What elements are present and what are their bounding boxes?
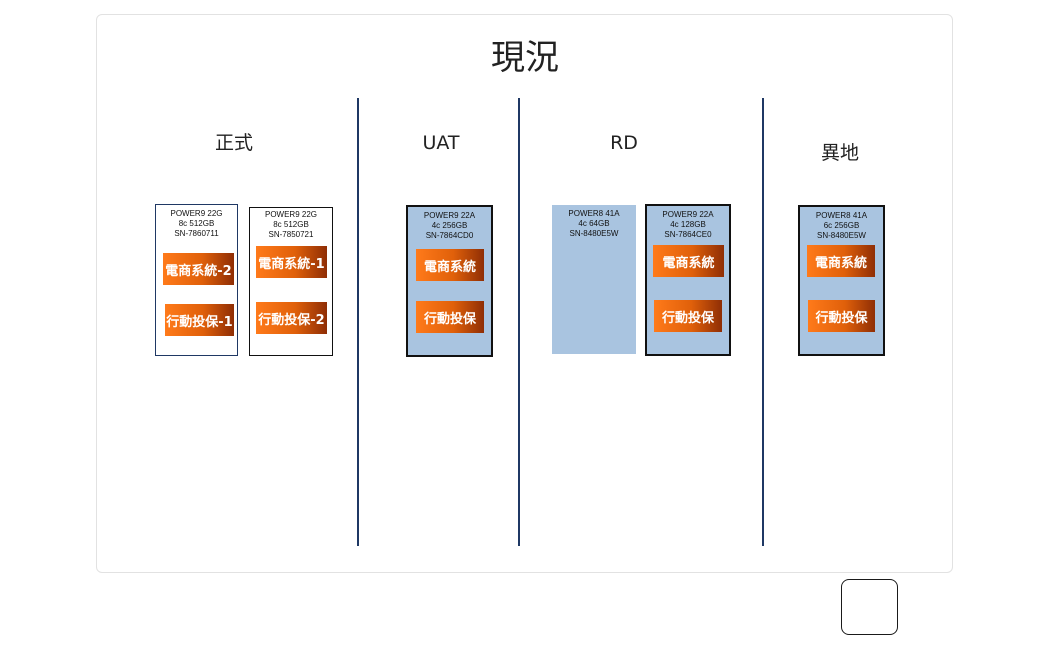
app-block: 行動投保 (808, 300, 875, 332)
server-spec: POWER8 41A 4c 64GB SN-8480E5W (552, 209, 636, 239)
env-label-uat: UAT (422, 132, 460, 154)
server-model: POWER9 22G (170, 209, 223, 218)
app-block: 電商系統-2 (163, 253, 234, 285)
server-card: POWER8 41A 4c 64GB SN-8480E5W (552, 205, 636, 354)
server-model: POWER8 41A (815, 211, 868, 220)
server-spec: POWER8 41A 6c 256GB SN-8480E5W (800, 211, 883, 241)
app-block: 電商系統-1 (256, 246, 327, 278)
app-block: 行動投保 (654, 300, 722, 332)
server-config: 4c 256GB (431, 221, 468, 230)
server-spec: POWER9 22G 8c 512GB SN-7850721 (250, 210, 332, 240)
empty-shape-box[interactable] (841, 579, 898, 635)
server-serial: SN-7864CD0 (425, 231, 474, 240)
server-config: 4c 64GB (578, 219, 610, 228)
server-model: POWER9 22A (423, 211, 476, 220)
divider-1 (357, 98, 359, 546)
divider-2 (518, 98, 520, 546)
server-model: POWER9 22A (662, 210, 714, 219)
server-config: 4c 128GB (670, 220, 706, 229)
server-serial: SN-7850721 (268, 230, 314, 239)
server-card: POWER9 22A 4c 256GB SN-7864CD0 電商系統 行動投保 (406, 205, 493, 357)
server-config: 8c 512GB (178, 219, 215, 228)
divider-3 (762, 98, 764, 546)
server-spec: POWER9 22G 8c 512GB SN-7860711 (156, 209, 237, 239)
page-title: 現況 (491, 38, 559, 78)
env-label-production: 正式 (214, 132, 253, 154)
server-card: POWER8 41A 6c 256GB SN-8480E5W 電商系統 行動投保 (798, 205, 885, 356)
server-serial: SN-7864CE0 (664, 230, 712, 239)
env-label-dr: 異地 (820, 142, 859, 164)
app-block: 電商系統 (807, 245, 875, 277)
server-serial: SN-8480E5W (817, 231, 866, 240)
server-spec: POWER9 22A 4c 128GB SN-7864CE0 (647, 210, 729, 240)
server-serial: SN-7860711 (174, 229, 219, 238)
server-card: POWER9 22G 8c 512GB SN-7860711 電商系統-2 行動… (155, 204, 238, 356)
server-model: POWER8 41A (568, 209, 620, 218)
app-block: 行動投保-1 (165, 304, 234, 336)
app-block: 行動投保-2 (256, 302, 327, 334)
env-label-rd: RD (610, 132, 638, 154)
server-config: 6c 256GB (823, 221, 860, 230)
app-block: 行動投保 (416, 301, 484, 333)
server-card: POWER9 22G 8c 512GB SN-7850721 電商系統-1 行動… (249, 207, 333, 356)
server-serial: SN-8480E5W (569, 229, 619, 238)
server-config: 8c 512GB (273, 220, 309, 229)
server-spec: POWER9 22A 4c 256GB SN-7864CD0 (408, 211, 491, 241)
app-block: 電商系統 (416, 249, 484, 281)
server-model: POWER9 22G (264, 210, 317, 219)
server-card: POWER9 22A 4c 128GB SN-7864CE0 電商系統 行動投保 (645, 204, 731, 356)
app-block: 電商系統 (653, 245, 724, 277)
